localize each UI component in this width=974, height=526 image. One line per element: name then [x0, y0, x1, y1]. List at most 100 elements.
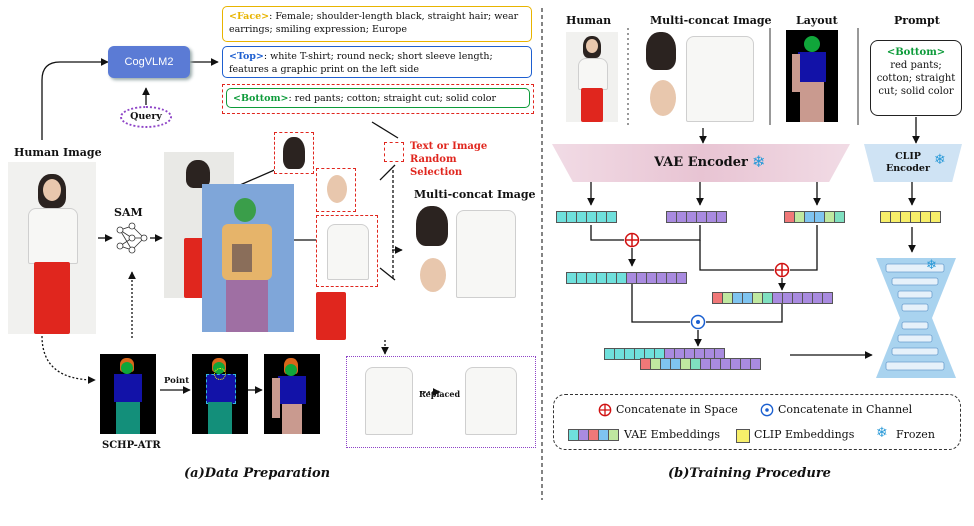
seg-face: [804, 36, 820, 52]
face-mask-shape: [234, 198, 256, 222]
snowflake-icon: ❄: [934, 152, 946, 168]
shirt-shape: [578, 58, 608, 90]
col-layout-label: Layout: [796, 14, 838, 27]
cogvlm-box: CogVLM2: [108, 46, 190, 78]
random-selection-label: Text or Image Random Selection: [410, 141, 488, 178]
snowflake-icon: ❄: [926, 258, 937, 273]
clip-encoder-box: CLIP Encoder: [864, 144, 962, 182]
face-shape: [43, 179, 61, 201]
shirt-shape: [327, 224, 369, 280]
schp-label: SCHP-ATR: [102, 440, 161, 451]
legend-space-label: Concatenate in Space: [616, 403, 738, 416]
seg-legs: [208, 402, 232, 434]
bottom-desc-outer: <Bottom>: red pants; cotton; straight cu…: [222, 84, 534, 114]
seg-face: [121, 362, 133, 374]
concat-channel-icon: [760, 403, 774, 417]
hair-shape: [646, 32, 676, 70]
caption-right: (b)Training Procedure: [668, 466, 831, 481]
face-tag: <Face>: [229, 11, 270, 22]
caption-right-text: Training Procedure: [689, 466, 831, 481]
snowflake-icon: ❄: [876, 425, 888, 441]
legend-vae-swatch: [568, 429, 619, 441]
bottom-desc-text: : red pants; cotton; straight cut; solid…: [288, 93, 497, 104]
seg-top: [798, 52, 826, 82]
seg-arm: [792, 54, 800, 92]
prompt-text: red pants; cotton; straight cut; solid c…: [876, 60, 956, 97]
train-multiconcat-image: [642, 30, 758, 124]
caption-left: (a)Data Preparation: [184, 466, 330, 481]
top-tag: <Top>: [229, 51, 264, 62]
train-human-image: [566, 32, 618, 122]
emb-channel-bottom: [640, 358, 761, 370]
shirt-original: [365, 367, 413, 435]
legend-box: Concatenate in Space Concatenate in Chan…: [553, 394, 961, 450]
emb-human: [556, 211, 617, 223]
emb-multiconcat: [666, 211, 727, 223]
shirt-replaced: [465, 367, 517, 435]
random-selection-marker: [384, 142, 404, 162]
face-shape: [420, 258, 446, 292]
multiconcat-image: [410, 204, 516, 304]
face-shape: [327, 175, 347, 203]
seg-arm: [272, 378, 280, 418]
prompt-tag: <Bottom>: [886, 47, 946, 58]
face-desc-text: : Female; shoulder-length black, straigh…: [229, 11, 519, 35]
bottom-tag: <Bottom>: [233, 93, 289, 104]
clip-encoder-label: CLIP Encoder: [886, 151, 930, 174]
crop-pants: [310, 292, 352, 340]
cogvlm-label: CogVLM2: [124, 56, 174, 68]
query-ellipse: Query: [120, 106, 172, 128]
col-human-label: Human: [566, 14, 612, 27]
point-seg-image: [192, 354, 248, 434]
legend-clip-label: CLIP Embeddings: [754, 428, 855, 441]
sam-label: SAM: [114, 206, 143, 219]
face-shape: [650, 80, 676, 116]
multiconcat-label: Multi-concat Image: [414, 188, 536, 201]
legend-vae-label: VAE Embeddings: [624, 428, 721, 441]
replaced-label: Replaced: [419, 389, 461, 399]
legend-channel-label: Concatenate in Channel: [778, 403, 913, 416]
snowflake-icon: ❄: [752, 152, 766, 171]
pants-mask-shape: [226, 280, 268, 332]
seg-top: [278, 376, 306, 404]
concat-space-icon: [774, 262, 790, 278]
top-desc-box: <Top>: white T-shirt; round neck; short …: [222, 46, 532, 78]
seg-legs: [116, 402, 140, 434]
crop-face-box: [316, 168, 356, 212]
caption-right-prefix: (b): [668, 466, 690, 481]
caption-left-prefix: (a): [184, 466, 205, 481]
sam-mask-photo: [202, 184, 294, 332]
layout-seg-image: [264, 354, 320, 434]
point-label: Point: [164, 376, 190, 386]
shirt-shape: [456, 210, 516, 298]
seg-leg-area: [800, 82, 824, 122]
human-image: [8, 162, 96, 334]
unet-icon: [876, 258, 956, 378]
bottom-desc-box: <Bottom>: red pants; cotton; straight cu…: [226, 88, 530, 108]
concat-space-icon: [624, 232, 640, 248]
human-image-label: Human Image: [14, 146, 102, 159]
emb-concat-1: [566, 272, 687, 284]
hair-shape: [283, 137, 305, 169]
legend-clip-swatch: [736, 429, 750, 443]
crop-top-box: [316, 215, 378, 287]
face-desc-box: <Face>: Female; shoulder-length black, s…: [222, 6, 532, 42]
caption-left-text: Data Preparation: [204, 466, 331, 481]
concat-channel-icon: [690, 314, 706, 330]
prompt-box: <Bottom> red pants; cotton; straight cut…: [870, 40, 962, 116]
emb-layout: [784, 211, 845, 223]
seg-leg-area: [282, 404, 302, 434]
face-shape: [586, 39, 598, 53]
seg-top: [114, 374, 142, 402]
keypoint-marker: [214, 368, 226, 380]
pants-shape: [316, 292, 346, 340]
top-desc-text: : white T-shirt; round neck; short sleev…: [229, 51, 493, 75]
hair-shape: [416, 206, 448, 246]
arm-mask-shape: [232, 244, 252, 272]
col-multiconcat-label: Multi-concat Image: [650, 14, 772, 27]
shirt-shape: [686, 36, 754, 122]
schp-seg-image: [100, 354, 156, 434]
crop-hair-box: [274, 132, 314, 174]
concat-space-icon: [598, 403, 612, 417]
pants-shape: [581, 88, 603, 122]
